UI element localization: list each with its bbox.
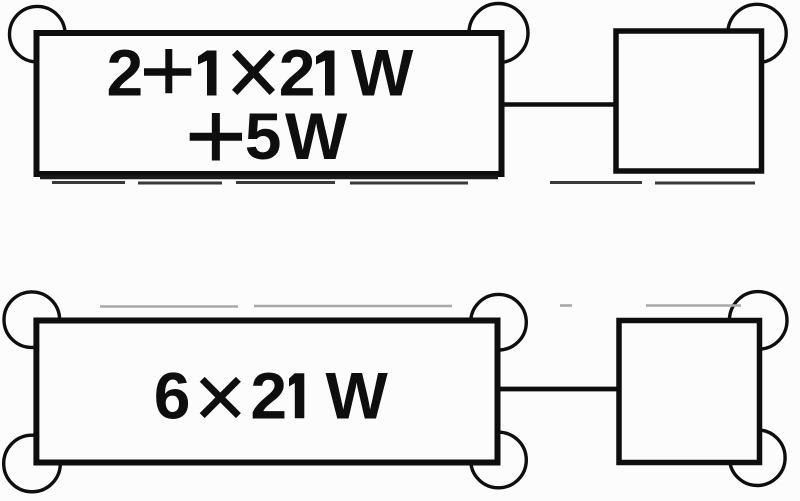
svg-text:W: W — [325, 358, 388, 432]
svg-text:W: W — [285, 99, 348, 173]
svg-text:5: 5 — [245, 99, 282, 173]
svg-text:2: 2 — [279, 36, 316, 110]
svg-text:2: 2 — [107, 36, 144, 110]
svg-text:2: 2 — [250, 358, 287, 432]
svg-text:6: 6 — [154, 358, 191, 432]
svg-text:W: W — [351, 36, 414, 110]
